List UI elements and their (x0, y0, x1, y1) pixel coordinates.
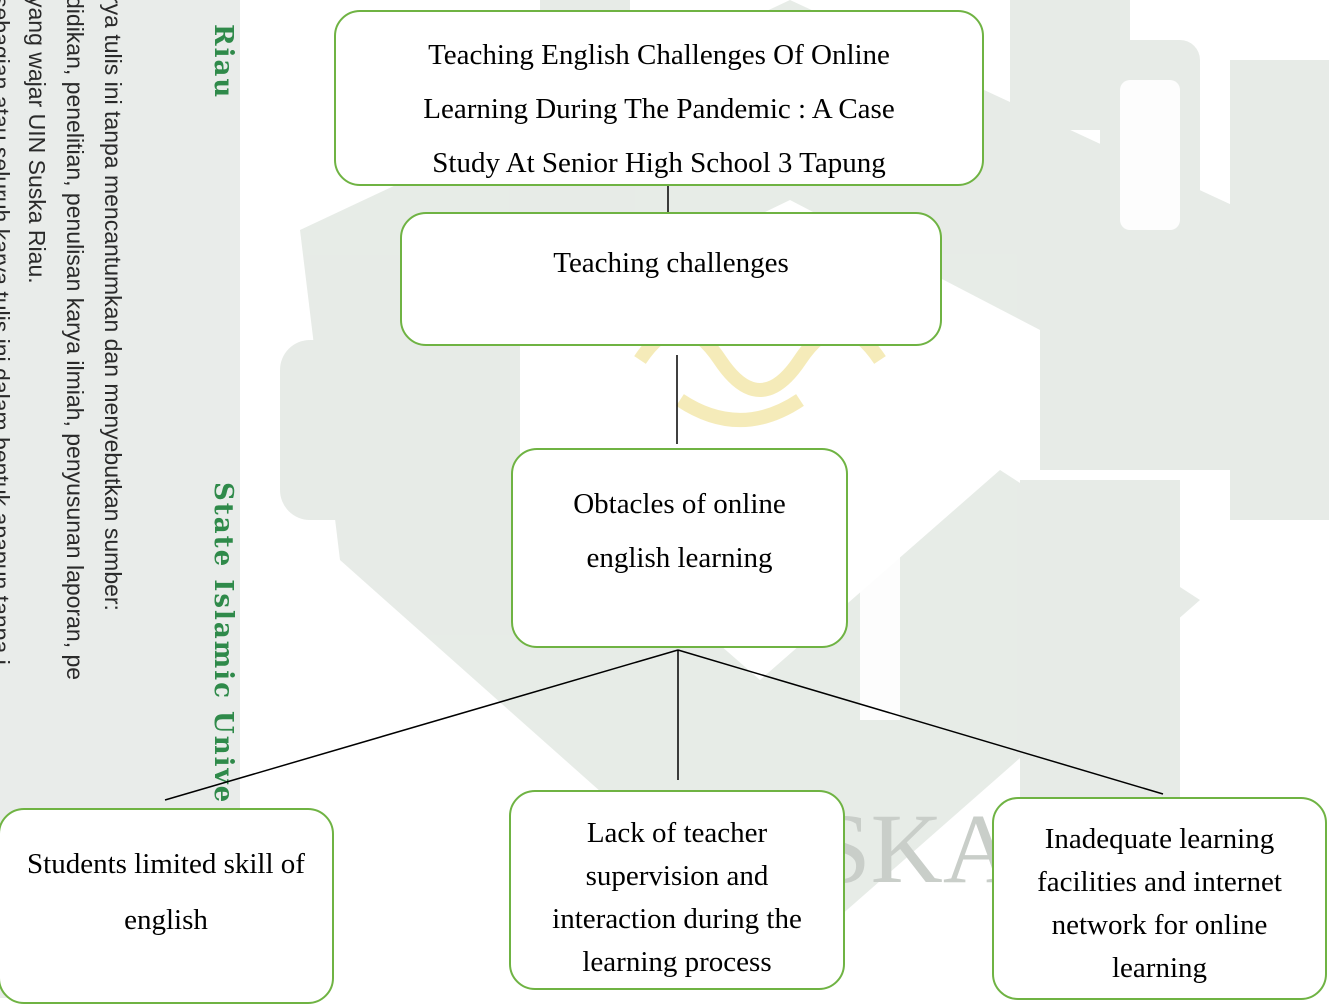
teacher-supervision-text: Lack of teacher supervision and interact… (552, 817, 802, 978)
watermark-riau: Riau (208, 24, 238, 100)
obstacles-text: Obtacles of online english learning (573, 488, 786, 574)
title-node-text: Teaching English Challenges Of Online Le… (423, 39, 895, 179)
ska-watermark-text: SKA (815, 793, 1015, 904)
teaching-challenges-node: Teaching challenges (400, 212, 942, 346)
learning-facilities-node: Inadequate learning facilities and inter… (992, 797, 1327, 1000)
teaching-challenges-text: Teaching challenges (553, 247, 789, 279)
title-node: Teaching English Challenges Of Online Le… (334, 10, 984, 186)
students-skill-text: Students limited skill of english (27, 848, 305, 936)
watermark-line-2: didikan, penelitian, penulisan karya ilm… (62, 0, 88, 681)
obstacles-node: Obtacles of online english learning (511, 448, 848, 648)
students-skill-node: Students limited skill of english (0, 808, 334, 1004)
teacher-supervision-node: Lack of teacher supervision and interact… (509, 790, 845, 990)
watermark-line-1: rya tulis ini tanpa mencantumkan dan men… (100, 0, 126, 611)
watermark-university: State Islamic Unive (208, 482, 238, 805)
learning-facilities-text: Inadequate learning facilities and inter… (1037, 823, 1282, 984)
watermark-line-3: yang wajar UIN Suska Riau. (24, 0, 50, 284)
watermark-line-4: sebagian atau seluruh karya tulis ini da… (0, 0, 14, 665)
